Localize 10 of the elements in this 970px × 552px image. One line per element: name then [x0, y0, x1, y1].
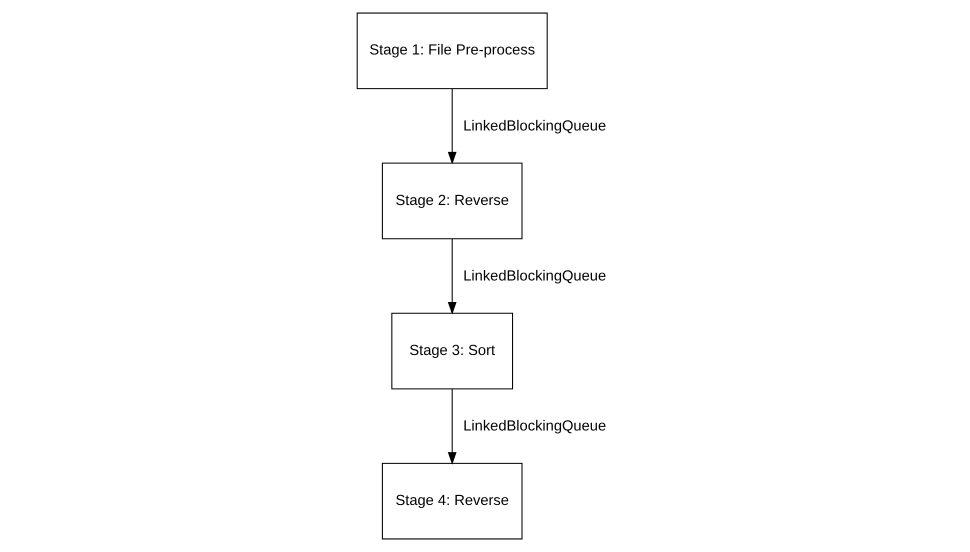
edge-label: LinkedBlockingQueue — [463, 118, 606, 134]
node-box: Stage 4: Reverse — [382, 462, 523, 540]
arrow — [448, 238, 457, 315]
edge-label: LinkedBlockingQueue — [463, 418, 606, 435]
node-box: Stage 2: Reverse — [382, 162, 523, 240]
edge-label: LinkedBlockingQueue — [463, 268, 606, 284]
arrow — [448, 88, 457, 164]
node-box: Stage 3: Sort — [391, 312, 514, 390]
node-box: Stage 1: File Pre-process — [356, 12, 548, 90]
arrow — [448, 389, 457, 465]
